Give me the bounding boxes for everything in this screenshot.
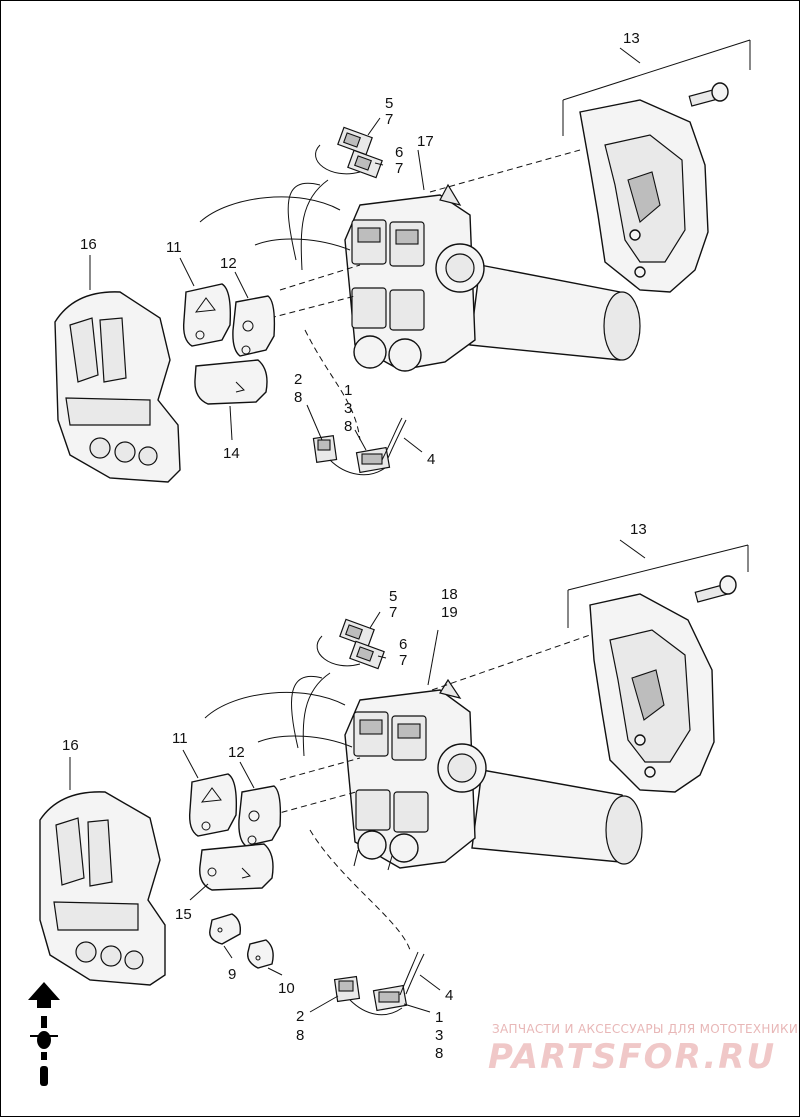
callout-1-bottom: 1	[435, 1009, 443, 1026]
callout-6-top: 6	[395, 144, 403, 161]
bracket-13-top	[562, 39, 751, 101]
hazard-switch-cap-11-bottom	[188, 773, 238, 837]
leader-13	[619, 47, 641, 64]
callout-5-top: 5	[385, 95, 393, 112]
switch-cap-15-bottom	[199, 843, 274, 891]
switch-assembly-17	[344, 183, 485, 372]
watermark-tagline: ЗАПЧАСТИ И АКСЕССУАРЫ ДЛЯ МОТОТЕХНИКИ	[492, 1022, 798, 1036]
callout-14-top: 14	[223, 445, 240, 462]
handgrip-top	[469, 264, 641, 361]
connector-5-7-bottom	[339, 618, 375, 648]
callout-10-bottom: 10	[278, 980, 295, 997]
switch-button-9-bottom	[209, 913, 242, 945]
leader-14	[229, 405, 233, 441]
switch-cap-12-top	[232, 295, 276, 357]
callout-7a-top: 7	[385, 111, 393, 128]
callout-8a-top: 8	[294, 389, 302, 406]
callout-3-top: 3	[344, 400, 352, 417]
callout-11-top: 11	[166, 239, 182, 256]
leader-11	[179, 257, 195, 287]
leader-17	[417, 149, 425, 191]
connector-5-7-top	[337, 126, 373, 156]
callout-4-bottom: 4	[445, 987, 453, 1004]
connector-2-8-top	[312, 435, 338, 463]
callout-15-bottom: 15	[175, 906, 192, 923]
leader-12	[234, 271, 249, 299]
callout-2-top: 2	[294, 371, 302, 388]
switch-cap-12-bottom	[238, 785, 282, 847]
callout-18-bottom: 18	[441, 586, 458, 603]
callout-1-top: 1	[344, 382, 352, 399]
callout-8a-bottom: 8	[296, 1027, 304, 1044]
hazard-switch-cap-11-top	[182, 283, 232, 347]
callout-7a-bottom: 7	[389, 604, 397, 621]
lower-switch-housing-16-bottom	[39, 791, 166, 986]
connector-2-8-bottom	[333, 975, 361, 1003]
callout-19-bottom: 19	[441, 604, 458, 621]
callout-13-top: 13	[623, 30, 640, 47]
callout-8b-top: 8	[344, 418, 352, 435]
leader-4	[403, 437, 423, 453]
bottom-assembly	[39, 539, 749, 1016]
screw-top	[688, 82, 729, 107]
handgrip-bottom	[471, 769, 643, 865]
top-assembly	[54, 39, 751, 483]
switch-cap-14-top	[194, 359, 268, 405]
connector-6-7-bottom	[349, 640, 385, 670]
callout-17-top: 17	[417, 133, 434, 150]
forward-arrow-motorcycle-icon	[28, 982, 60, 1086]
callout-16-bottom: 16	[62, 737, 79, 754]
switch-button-10-bottom	[247, 939, 274, 969]
wire-upper-top	[287, 182, 321, 261]
callout-5-bottom: 5	[389, 588, 397, 605]
callout-6-bottom: 6	[399, 636, 407, 653]
callout-3-bottom: 3	[435, 1027, 443, 1044]
callout-11-bottom: 11	[172, 730, 188, 747]
callout-8b-bottom: 8	[435, 1045, 443, 1062]
callout-2-bottom: 2	[296, 1008, 304, 1025]
screw-bottom	[694, 575, 737, 603]
callout-12-top: 12	[220, 255, 237, 272]
lower-switch-housing-16-top	[54, 291, 181, 483]
watermark-brand: PARTSFOR.RU	[488, 1037, 776, 1077]
callout-9-bottom: 9	[228, 966, 236, 983]
connector-1-3-8-bottom	[372, 984, 408, 1012]
callout-7b-bottom: 7	[399, 652, 407, 669]
callout-12-bottom: 12	[228, 744, 245, 761]
connector-6-7-top	[347, 149, 383, 179]
callout-7b-top: 7	[395, 160, 403, 177]
callout-13-bottom: 13	[630, 521, 647, 538]
callout-16-top: 16	[80, 236, 97, 253]
callout-4-top: 4	[427, 451, 435, 468]
switch-assembly-18-19	[344, 678, 487, 871]
